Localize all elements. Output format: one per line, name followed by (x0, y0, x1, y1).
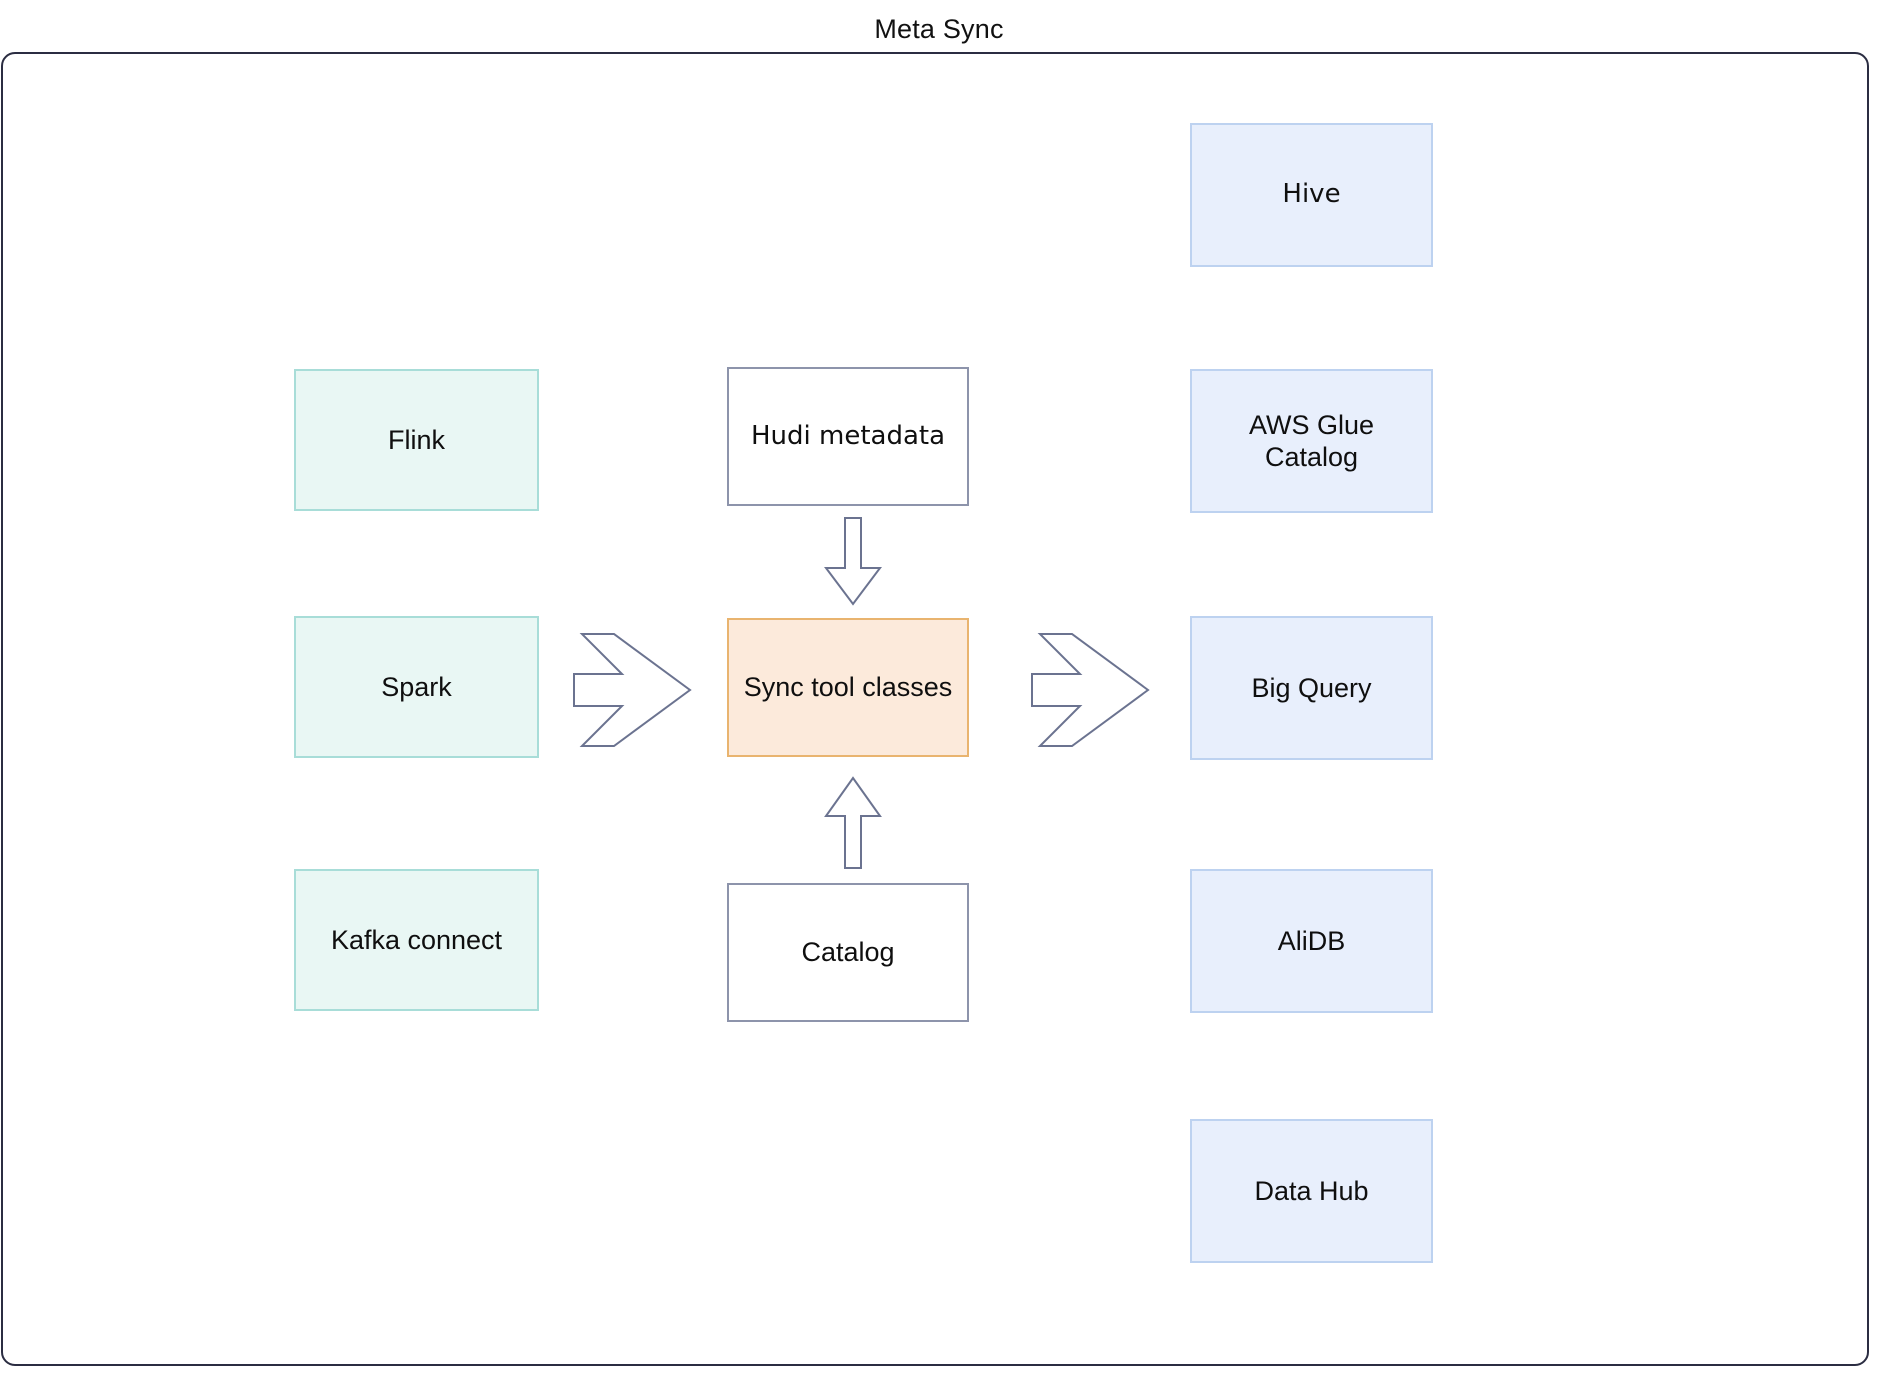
diagram-frame (1, 52, 1869, 1366)
node-hudi-metadata[interactable]: Hudi metadata (727, 367, 969, 506)
node-label: Spark (381, 671, 452, 702)
node-label: Flink (387, 424, 445, 455)
node-label: Catalog (801, 937, 895, 968)
node-hive[interactable]: Hive (1190, 123, 1433, 267)
node-label: AWS Glue Catalog (1248, 409, 1375, 472)
arrow-catalog-to-sync (824, 776, 882, 869)
node-label: Sync tool classes (743, 672, 953, 703)
node-big-query[interactable]: Big Query (1190, 616, 1433, 760)
page-title: Meta Sync (874, 14, 1004, 44)
node-aws-glue-catalog[interactable]: AWS Glue Catalog (1190, 369, 1433, 513)
node-label: Hive (1282, 179, 1341, 210)
node-alidb[interactable]: AliDB (1190, 869, 1433, 1013)
arrow-sources-to-sync (573, 633, 692, 747)
node-data-hub[interactable]: Data Hub (1190, 1119, 1433, 1263)
node-flink[interactable]: Flink (294, 369, 539, 511)
node-label: Kafka connect (330, 924, 503, 955)
node-label: Hudi metadata (750, 420, 946, 451)
node-catalog[interactable]: Catalog (727, 883, 969, 1022)
node-label: Big Query (1251, 672, 1372, 703)
node-label: Data Hub (1254, 1175, 1369, 1206)
arrow-sync-to-targets (1031, 633, 1150, 747)
arrow-hudi-to-sync (824, 517, 882, 606)
node-label: AliDB (1277, 925, 1346, 956)
node-spark[interactable]: Spark (294, 616, 539, 758)
node-kafka-connect[interactable]: Kafka connect (294, 869, 539, 1011)
node-sync-tool-classes[interactable]: Sync tool classes (727, 618, 969, 757)
